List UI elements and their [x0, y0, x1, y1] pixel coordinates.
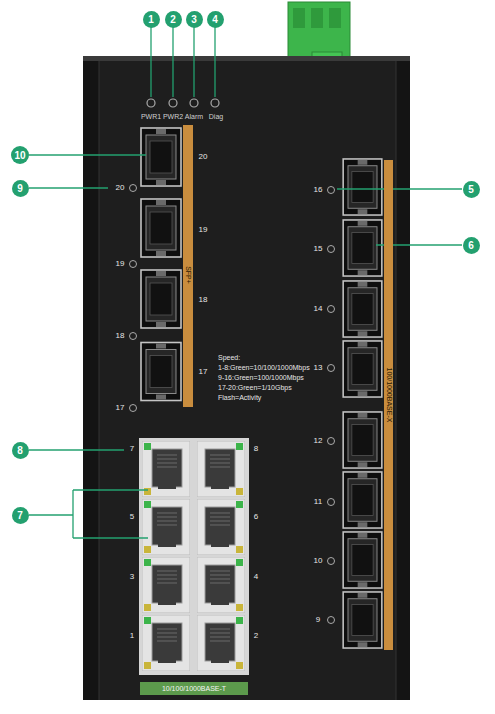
port-number: 4 [254, 573, 258, 582]
port-number: 20 [116, 184, 125, 193]
port-number: 19 [199, 226, 208, 235]
port-number: 11 [314, 498, 322, 507]
callout-text: 10 [14, 150, 25, 161]
port-number: 14 [314, 305, 323, 314]
port-number: 7 [130, 445, 134, 454]
callout-text: 8 [17, 445, 23, 456]
port-band: 10/100/1000BASE-T [140, 682, 248, 695]
port-number: 18 [199, 296, 208, 305]
port-number: 15 [314, 245, 323, 254]
callout-number: 2 [165, 11, 182, 28]
speed-note: Speed: [218, 354, 240, 362]
callout-text: 5 [468, 184, 474, 195]
speed-note: 1-8:Green=10/100/1000Mbps [218, 364, 310, 372]
strip-label: 100/1000BASE-X [385, 368, 392, 423]
port-number: 17 [116, 404, 125, 413]
port-number: 10 [314, 557, 323, 566]
port-number: 17 [199, 368, 208, 377]
led-label: PWR1 [141, 113, 161, 121]
callout-number: 8 [12, 442, 29, 459]
callout-text: 4 [212, 14, 218, 25]
callout-text: 6 [468, 240, 474, 251]
port-number: 8 [254, 445, 258, 454]
port-number: 3 [130, 573, 134, 582]
callout-number: 9 [12, 180, 29, 197]
speed-note: 9-16:Green=100/1000Mbps [218, 374, 304, 382]
strip-label: 10/100/1000BASE-T [162, 685, 226, 692]
callout-number: 3 [186, 11, 203, 28]
callout-text: 3 [191, 14, 197, 25]
sfp-strip: 100/1000BASE-X [384, 160, 393, 650]
strip-label: SFP+ [185, 266, 192, 284]
port-number: 12 [314, 437, 323, 446]
callout-text: 1 [148, 14, 154, 25]
led-label: PWR2 [163, 113, 183, 121]
callout-text: 7 [17, 510, 23, 521]
callout-number: 1 [143, 11, 160, 28]
port-number: 20 [199, 153, 208, 162]
callout-number: 4 [207, 11, 224, 28]
port-number: 18 [116, 332, 125, 341]
callout-number: 10 [11, 146, 29, 164]
callout-number: 6 [463, 237, 480, 254]
port-number: 1 [130, 632, 134, 641]
led-label: Diag [209, 113, 223, 121]
callout-number: 7 [12, 507, 29, 524]
port-number: 2 [254, 632, 258, 641]
led-label: Alarm [185, 113, 203, 121]
callout-text: 9 [17, 183, 23, 194]
port-number: 16 [314, 186, 323, 195]
speed-note: Flash=Activity [218, 394, 261, 402]
port-number: 5 [130, 513, 134, 522]
port-number: 9 [316, 616, 320, 625]
sfp-strip: SFP+ [183, 125, 193, 407]
speed-note: 17-20:Green=1/10Gbps [218, 384, 292, 392]
port-number: 19 [116, 260, 125, 269]
callout-number: 5 [463, 181, 480, 198]
callout-text: 2 [170, 14, 176, 25]
port-number: 6 [254, 513, 258, 522]
port-number: 13 [314, 364, 323, 373]
